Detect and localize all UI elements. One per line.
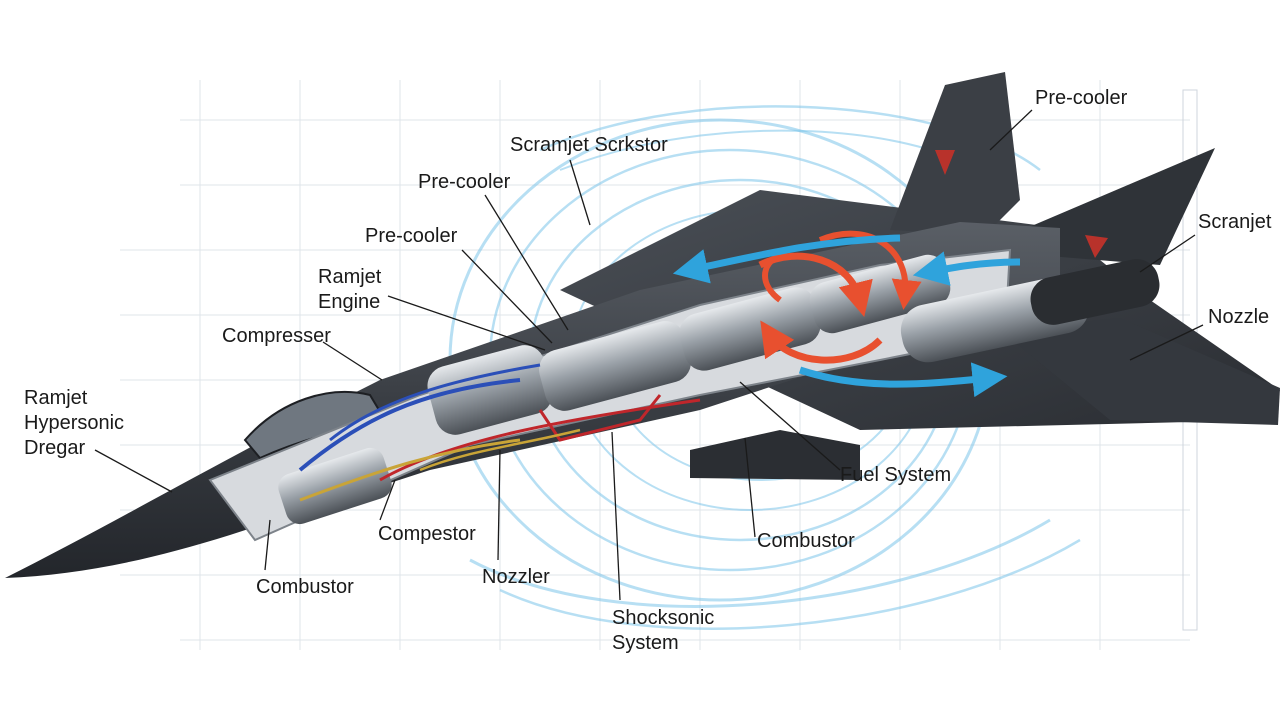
label-shocksonic-line1: Shocksonic [612, 607, 714, 629]
label-ramjet-engine-line1: Ramjet [318, 266, 382, 288]
label-pre-cooler-top: Pre-cooler [1035, 87, 1128, 109]
label-ramjet-hypersonic-line3: Dregar [24, 437, 85, 459]
leader-lines [94, 109, 1204, 601]
label-shocksonic-line2: System [612, 632, 679, 654]
tail-marking-arrow [935, 150, 955, 175]
label-nozzle-right: Nozzle [1208, 306, 1269, 328]
tail-marking-arrow-2 [1085, 235, 1108, 258]
label-ramjet-hypersonic-line2: Hypersonic [24, 412, 124, 434]
label-nozzler: Nozzler [482, 566, 550, 588]
cockpit-canopy [243, 391, 387, 460]
label-combustor-right: Combustor [757, 530, 855, 552]
airflow-arrows [672, 234, 1021, 398]
right-wing-tip [1000, 318, 1280, 425]
label-scramjet-scrkstor: Scramjet Scrkstor [510, 134, 668, 156]
fuel-and-coolant-lines [298, 363, 701, 502]
thermal-swirl [758, 230, 922, 364]
label-pre-cooler-2: Pre-cooler [365, 225, 458, 247]
label-pre-cooler-1: Pre-cooler [418, 171, 511, 193]
label-compestor: Compestor [378, 523, 476, 545]
label-ramjet-engine-line2: Engine [318, 291, 380, 313]
ventral-fin [690, 430, 860, 480]
label-fuel-system: Fuel System [840, 464, 951, 486]
label-combustor-left: Combustor [256, 576, 354, 598]
label-scranjet: Scranjet [1198, 211, 1272, 233]
label-ramjet-hypersonic-line1: Ramjet [24, 387, 88, 409]
callout-labels: Pre-cooler Scramjet Scrkstor Pre-cooler … [24, 87, 1272, 654]
vertical-tail-fin [890, 72, 1020, 235]
label-compresser: Compresser [222, 325, 331, 347]
